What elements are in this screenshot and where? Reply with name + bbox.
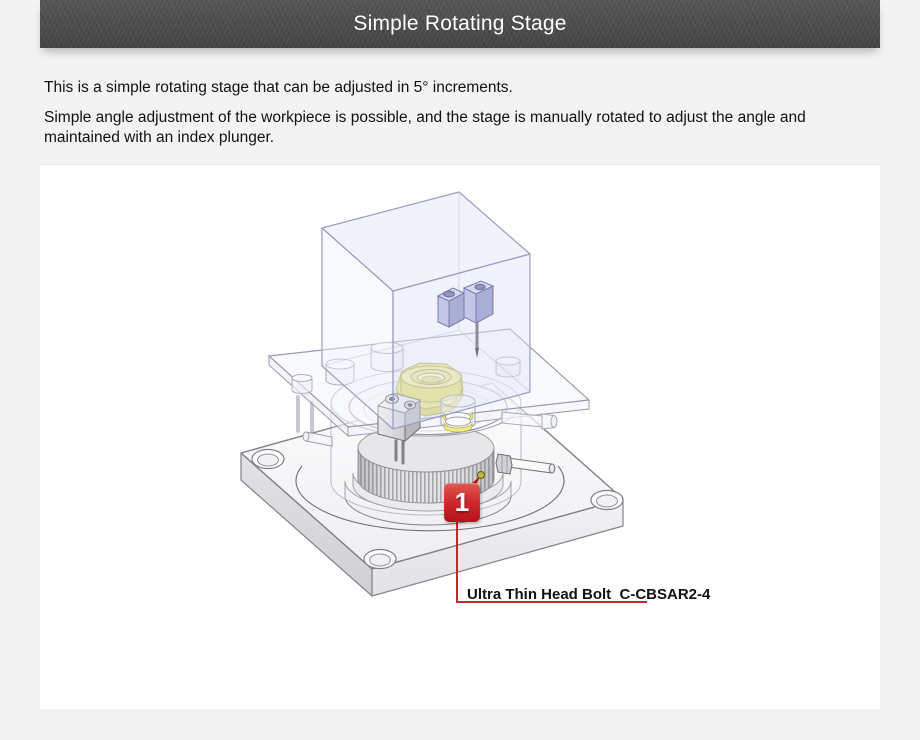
mount-hole: [251, 448, 285, 470]
clamp-block: [436, 280, 495, 358]
callout-leader-line: [456, 471, 647, 603]
mount-hole: [590, 489, 624, 511]
mount-hole: [363, 548, 397, 570]
part-label: Ultra Thin Head Bolt C-CBSAR2-4: [467, 586, 711, 603]
page-header: Simple Rotating Stage: [40, 0, 880, 48]
page-title: Simple Rotating Stage: [353, 12, 567, 35]
intro-paragraph-2: Simple angle adjustment of the workpiece…: [44, 109, 806, 146]
side-pins: [302, 411, 558, 475]
spring-bushing: [440, 394, 476, 433]
index-plunger-block: [376, 392, 422, 465]
intro-text: This is a simple rotating stage that can…: [44, 78, 844, 148]
stage-illustration: [240, 191, 647, 603]
intro-paragraph-1: This is a simple rotating stage that can…: [44, 79, 513, 96]
rotating-stage-figure: 1 Ultra Thin Head Bolt C-CBSAR2-4: [40, 164, 880, 709]
bolt-highlight-dot: [477, 471, 485, 479]
callout-number: 1: [454, 487, 470, 517]
callout-1-badge: 1: [444, 483, 480, 522]
hex-nut: [495, 453, 513, 475]
ghost-workpiece-cube: [321, 191, 531, 430]
